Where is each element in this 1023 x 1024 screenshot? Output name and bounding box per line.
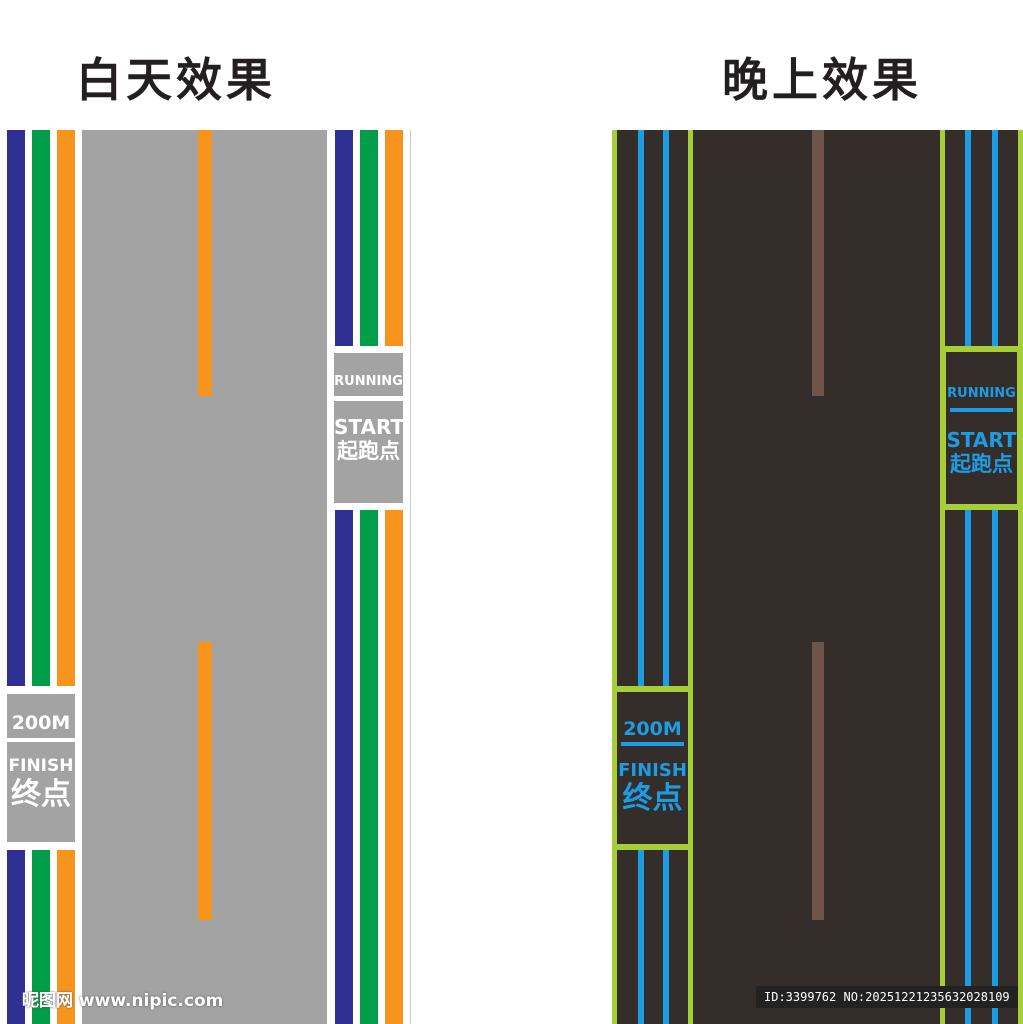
night-start-marker: RUNNING START 起跑点 [940,346,1023,510]
night-right-blue-line-1 [965,130,971,1024]
night-running-label: RUNNING [947,386,1016,401]
night-road-right-edge [940,130,945,1024]
night-left-blue-line-1 [638,130,644,1024]
night-right-border [1018,130,1023,1024]
night-finish-divider [621,742,684,746]
day-start-divider [334,396,403,401]
night-start-cn: 起跑点 [950,452,1013,476]
day-start-en: START [334,415,405,439]
night-right-blue-line-2 [992,130,998,1024]
day-start-cn: 起跑点 [337,439,400,463]
day-left-green-lane [32,130,50,1024]
night-left-blue-line-2 [663,130,669,1024]
night-diagram: 200M FINISH 终点 RUNNING START 起跑点 [612,130,1023,1024]
day-finish-marker: 200M FINISH 终点 [0,686,80,850]
day-finish-distance: 200M [11,712,71,734]
day-finish-en: FINISH [8,756,74,776]
day-diagram: 200M FINISH 终点 RUNNING START 起跑点 [0,130,411,1024]
night-center-dash-bottom [812,642,824,920]
night-start-en: START [946,428,1017,452]
day-running-label: RUNNING [334,374,403,389]
day-center-dash-bottom [198,642,212,920]
day-left-blue-lane [7,130,25,1024]
day-finish-cn: 终点 [11,777,71,812]
day-center-dash-top [198,130,212,396]
day-right-orange-lane [385,130,403,1024]
day-right-green-lane [360,130,378,1024]
night-finish-marker: 200M FINISH 终点 [612,686,693,850]
night-left-border [612,130,617,1024]
image-id-watermark: ID:3399762 NO:20251221235632028109 [756,986,1018,1008]
day-left-orange-lane [57,130,75,1024]
night-center-dash-top [812,130,824,396]
site-watermark: 昵图网 www.nipic.com [22,991,224,1011]
night-start-divider [950,408,1013,412]
day-title: 白天效果 [76,53,276,107]
night-finish-en: FINISH [618,760,687,781]
day-finish-divider [7,738,75,742]
night-title: 晚上效果 [722,53,922,107]
night-finish-cn: 终点 [622,781,683,816]
day-start-marker: RUNNING START 起跑点 [328,346,410,510]
night-finish-distance: 200M [623,718,682,740]
day-right-blue-lane [335,130,353,1024]
night-road-left-edge [688,130,693,1024]
